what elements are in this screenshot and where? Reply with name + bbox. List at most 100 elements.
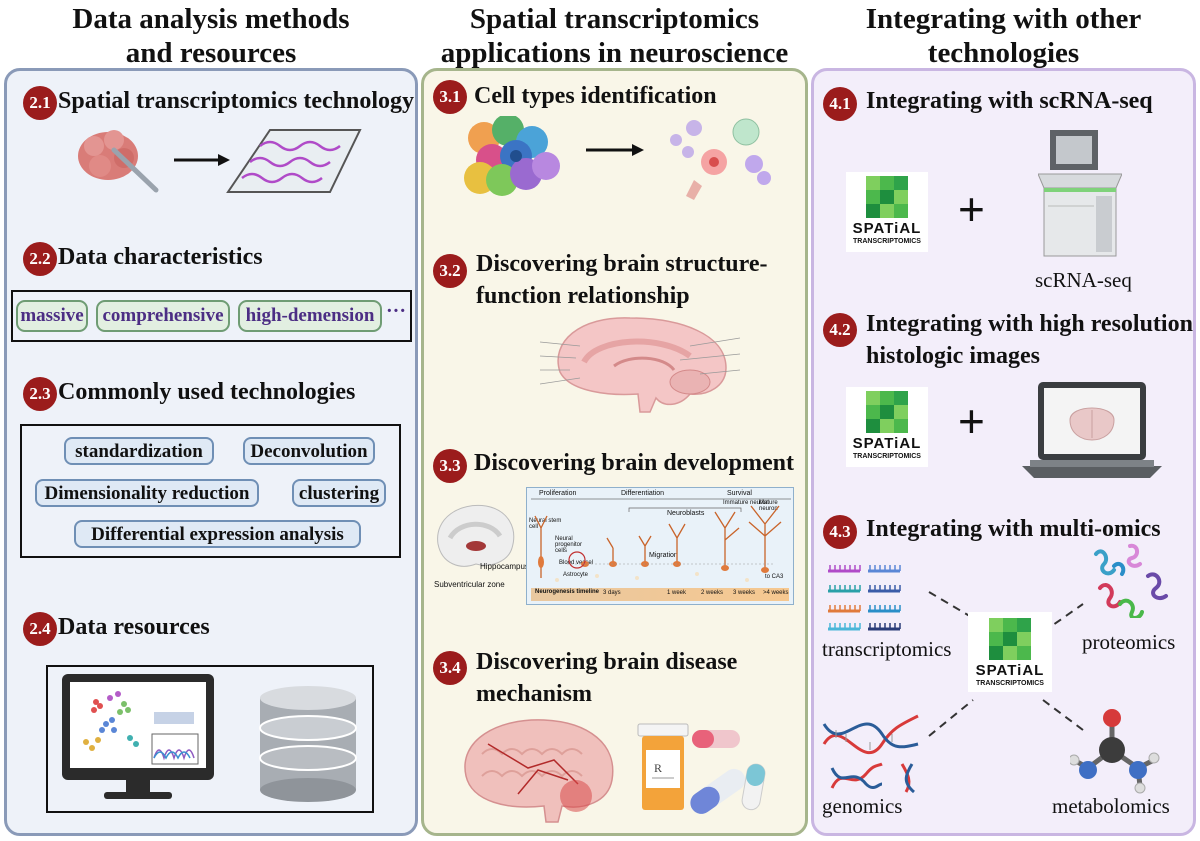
timeline-time: 3 weeks [733,590,756,596]
badge-2-1: 2.1 [23,86,57,120]
logo-subtext: TRANSCRIPTOMICS [976,680,1044,687]
omics-connector-lines [928,591,1084,737]
separated-cells-icon [670,118,771,200]
logo-subtext: TRANSCRIPTOMICS [853,238,921,245]
database-icon [259,686,357,802]
svg-text:R: R [654,761,662,775]
arrow-icon [586,144,644,156]
logo-grid-icon [989,618,1031,660]
badge-4-1: 4.1 [823,87,857,121]
tissue-sample-icon [78,130,159,193]
section-title-line: function relationship [476,283,690,309]
badge-3-2: 3.2 [433,254,467,288]
neurons-drawing [531,498,791,582]
timeline-time: >4 weeks [763,590,789,596]
metabolomics-molecule-icon [1070,709,1160,794]
brain-lesion-icon [464,719,614,823]
badge-3-1: 3.1 [433,80,467,114]
traits-more: ··· [386,300,407,322]
timeline-label: Neurogenesis timeline [535,589,600,595]
proteomics-icon [1094,543,1168,618]
logo-grid-icon [866,176,908,218]
section-title-2-4: Data resources [58,614,210,640]
cell-types-illustration [464,116,771,200]
sequencer-machine-icon [1038,130,1122,257]
badge-3-3: 3.3 [433,449,467,483]
label-hippocampus: Hippocampus [480,562,529,571]
tech-pill: Dimensionality reduction [35,479,259,507]
logo-grid-icon [866,391,908,433]
section-title-3-4: Discovering brain disease mechanism [476,646,737,710]
section-title-line: histologic images [866,343,1040,369]
column-title-integration: Integrating with other technologies [811,2,1196,70]
panel-applications [421,68,808,836]
neurogenesis-figure: Proliferation Differentiation Survival N… [526,487,794,605]
label-neuroblasts: Neuroblasts [667,510,705,517]
column-title-line: and resources [125,37,297,69]
medication-icon: R [637,723,766,814]
section-title-line: mechanism [476,681,592,707]
tech-pill: Deconvolution [243,437,375,465]
column-title-line: technologies [927,37,1080,69]
tech-pill: standardization [64,437,214,465]
section-title-2-3: Commonly used technologies [58,379,356,405]
column-title-line: Integrating with other [865,3,1142,35]
logo-subtext: TRANSCRIPTOMICS [853,453,921,460]
traits-box [11,290,412,342]
timeline-bar [531,588,789,601]
section-title-3-2: Discovering brain structure- function re… [476,248,768,312]
spatial-transcriptomics-logo: SPATiAL TRANSCRIPTOMICS [846,172,928,252]
badge-2-4: 2.4 [23,612,57,646]
section-title-3-3: Discovering brain development [474,450,794,476]
data-resources-box [46,665,374,813]
trait-pill: high-demension [238,300,382,332]
data-resources-illustration [62,674,357,802]
spatial-transcriptomics-logo: SPATiAL TRANSCRIPTOMICS [846,387,928,467]
label-genomics: genomics [822,794,903,818]
timeline-time: 3 days [603,590,621,596]
label-progenitor: Neural progenitor cells [555,536,583,554]
monitor-icon [62,674,214,799]
section-title-2-1: Spatial transcriptomics technology [58,88,414,114]
spatial-transcriptomics-logo: SPATiAL TRANSCRIPTOMICS [968,612,1052,692]
plus-sign: + [958,395,985,447]
arrow-icon [174,154,230,166]
transcriptomics-icon [828,565,901,631]
tech-pill: Differential expression analysis [74,520,361,548]
section-title-4-2: Integrating with high resolution histolo… [866,308,1193,372]
timeline-time: 2 weeks [701,590,724,596]
label-scrna-seq: scRNA-seq [1035,268,1132,292]
logo-text: SPATiAL [975,662,1045,679]
badge-3-4: 3.4 [433,651,467,685]
section-title-3-1: Cell types identification [474,83,717,109]
technologies-box [20,424,401,558]
logo-text: SPATiAL [852,435,922,452]
brain-hippocampus-icon [437,504,515,567]
badge-2-3: 2.3 [23,377,57,411]
section-title-line: Discovering brain structure- [476,251,768,277]
stage-proliferation: Proliferation [539,490,577,497]
label-migration: Migration [649,552,678,559]
stage-differentiation: Differentiation [621,490,665,497]
badge-4-3: 4.3 [823,515,857,549]
section-title-2-2: Data characteristics [58,244,263,270]
plus-sign: + [958,183,985,235]
timeline-time: 1 week [667,590,687,596]
label-vessel: Blood vessel [559,560,594,566]
label-mature: Mature neuron [759,500,778,512]
section-title-line: Discovering brain disease [476,649,738,675]
brain-sagittal-illustration [540,317,740,413]
trait-pill: comprehensive [96,300,230,332]
trait-pill: massive [16,300,88,332]
column-title-line: Data analysis methods [72,3,350,35]
tissue-to-slide-illustration [78,129,362,193]
genomics-dna-icon [822,714,919,794]
label-astrocyte: Astrocyte [563,572,589,578]
disease-illustration: R [464,719,766,823]
label-metabolomics: metabolomics [1052,794,1170,818]
stage-survival: Survival [727,490,752,497]
label-ca3: to CA3 [765,574,784,580]
badge-2-2: 2.2 [23,242,57,276]
label-svz: Subventricular zone [434,580,505,589]
label-proteomics: proteomics [1082,630,1176,654]
